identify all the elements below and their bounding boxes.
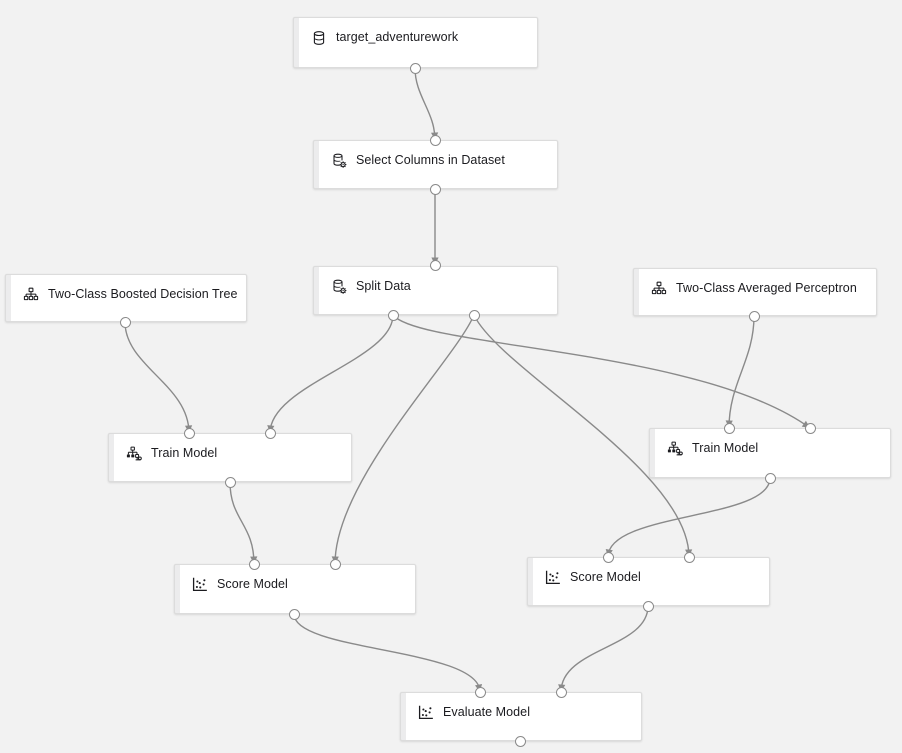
node-body: Evaluate Model [407, 693, 641, 740]
node-score-model-right[interactable]: Score Model [527, 557, 770, 606]
node-score-model-left[interactable]: Score Model [174, 564, 416, 614]
node-split-data[interactable]: Split Data [313, 266, 558, 315]
edge-split-out-0-to-train-l-in-1[interactable] [269, 314, 394, 434]
input-port-eval-in-0[interactable] [474, 686, 486, 698]
edge-score-l-out-0-to-eval-in-0[interactable] [293, 613, 481, 693]
input-port-split-in-0[interactable] [429, 259, 441, 271]
output-port-eval-out-0[interactable] [514, 735, 526, 747]
node-label: Two-Class Boosted Decision Tree [48, 287, 238, 301]
node-body: target_adventurework [300, 18, 537, 67]
node-accent-bar [108, 433, 114, 482]
node-accent-bar [313, 140, 319, 189]
node-averaged-perceptron[interactable]: Two-Class Averaged Perceptron [633, 268, 877, 316]
edge-split-out-1-to-score-l-in-1[interactable] [334, 314, 475, 565]
dataset-gear-icon [333, 279, 347, 295]
node-boosted-tree[interactable]: Two-Class Boosted Decision Tree [5, 274, 247, 322]
train-model-icon [667, 441, 683, 456]
node-label: Train Model [151, 446, 218, 460]
output-port-perceptron-out-0[interactable] [748, 310, 760, 322]
output-port-dataset-out-0[interactable] [409, 62, 421, 74]
node-label: Train Model [692, 441, 759, 455]
score-model-icon [192, 577, 207, 592]
input-port-train-r-in-1[interactable] [804, 422, 816, 434]
output-port-select-out-0[interactable] [429, 183, 441, 195]
output-port-score-r-out-0[interactable] [642, 600, 654, 612]
node-body: Two-Class Averaged Perceptron [640, 269, 876, 315]
edge-dataset-out-0-to-select-in-0[interactable] [414, 67, 436, 141]
node-accent-bar [313, 266, 319, 315]
node-label: Score Model [570, 570, 641, 584]
node-body: Split Data [320, 267, 557, 314]
node-accent-bar [649, 428, 655, 478]
input-port-eval-in-1[interactable] [555, 686, 567, 698]
node-accent-bar [527, 557, 533, 606]
node-body: Two-Class Boosted Decision Tree [12, 275, 246, 321]
node-body: Score Model [534, 558, 769, 605]
node-label: Select Columns in Dataset [356, 153, 505, 167]
node-body: Train Model [656, 429, 890, 477]
output-port-split-out-1[interactable] [468, 309, 480, 321]
score-model-icon [418, 705, 433, 720]
input-port-score-r-in-1[interactable] [683, 551, 695, 563]
output-port-tree-out-0[interactable] [119, 316, 131, 328]
train-model-icon [126, 446, 142, 461]
node-accent-bar [293, 17, 299, 68]
dataset-gear-icon [333, 153, 347, 169]
node-body: Train Model [115, 434, 351, 481]
algorithm-tree-icon [23, 287, 39, 301]
edge-train-l-out-0-to-score-l-in-0[interactable] [229, 481, 255, 565]
node-body: Select Columns in Dataset [320, 141, 557, 188]
algorithm-tree-icon [651, 281, 667, 295]
node-accent-bar [633, 268, 639, 316]
database-icon [313, 31, 325, 45]
node-train-model-right[interactable]: Train Model [649, 428, 891, 478]
output-port-split-out-0[interactable] [387, 309, 399, 321]
node-label: Two-Class Averaged Perceptron [676, 281, 857, 295]
input-port-train-l-in-0[interactable] [183, 427, 195, 439]
node-accent-bar [174, 564, 180, 614]
output-port-train-l-out-0[interactable] [224, 476, 236, 488]
node-evaluate-model[interactable]: Evaluate Model [400, 692, 642, 741]
node-select-columns[interactable]: Select Columns in Dataset [313, 140, 558, 189]
input-port-score-l-in-1[interactable] [329, 558, 341, 570]
node-accent-bar [400, 692, 406, 741]
edge-perceptron-out-0-to-train-r-in-0[interactable] [728, 315, 755, 429]
edge-train-r-out-0-to-score-r-in-0[interactable] [607, 477, 771, 558]
node-train-model-left[interactable]: Train Model [108, 433, 352, 482]
output-port-score-l-out-0[interactable] [288, 608, 300, 620]
node-dataset[interactable]: target_adventurework [293, 17, 538, 68]
node-accent-bar [5, 274, 11, 322]
edge-tree-out-0-to-train-l-in-0[interactable] [124, 321, 190, 434]
input-port-train-l-in-1[interactable] [264, 427, 276, 439]
input-port-train-r-in-0[interactable] [723, 422, 735, 434]
node-label: Split Data [356, 279, 411, 293]
score-model-icon [545, 570, 560, 585]
node-body: Score Model [181, 565, 415, 613]
node-label: Evaluate Model [443, 705, 531, 719]
node-label: target_adventurework [336, 30, 459, 44]
input-port-score-r-in-0[interactable] [602, 551, 614, 563]
edge-score-r-out-0-to-eval-in-1[interactable] [560, 605, 649, 693]
edge-split-out-0-to-train-r-in-1[interactable] [392, 314, 811, 429]
input-port-score-l-in-0[interactable] [248, 558, 260, 570]
output-port-train-r-out-0[interactable] [764, 472, 776, 484]
node-label: Score Model [217, 577, 288, 591]
input-port-select-in-0[interactable] [429, 134, 441, 146]
